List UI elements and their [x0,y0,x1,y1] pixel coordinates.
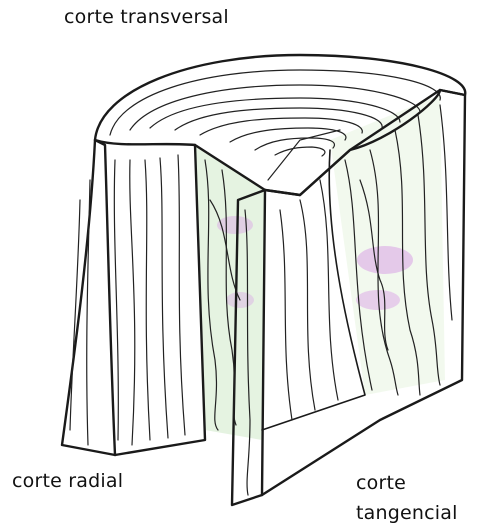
label-corte-tangencial: corte tangencial [356,468,458,528]
label-corte-radial: corte radial [12,470,123,492]
label-corte-transversal: corte transversal [64,6,229,28]
purple-tint-1 [357,246,413,274]
label-corte-tangencial-line1: corte [356,468,458,498]
label-corte-tangencial-line2: tangencial [356,498,458,528]
radial-face-tint [195,145,265,440]
log-front-face [95,140,205,455]
